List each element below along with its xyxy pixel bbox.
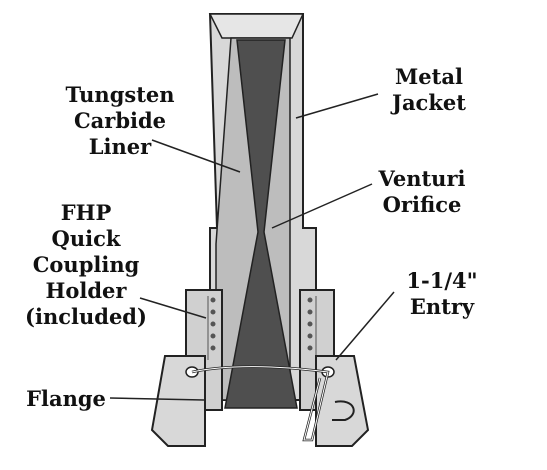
threads-left bbox=[207, 296, 216, 360]
leader-lines bbox=[109, 93, 395, 401]
leader-flange bbox=[109, 397, 205, 401]
threads-right bbox=[307, 296, 317, 360]
venturi-bore bbox=[224, 39, 298, 409]
leader-entry bbox=[335, 291, 395, 361]
label-metal-jacket: Metal Jacket bbox=[392, 64, 466, 115]
flange-curl bbox=[332, 400, 355, 421]
label-flange: Flange bbox=[26, 386, 106, 411]
label-venturi-orifice: Venturi Orifice bbox=[378, 166, 466, 217]
leader-metal-jacket bbox=[295, 93, 379, 119]
jacket-top-bevel bbox=[208, 13, 305, 39]
spring-clip-inner bbox=[191, 366, 329, 441]
label-entry: 1-1/4" Entry bbox=[406, 268, 478, 319]
leader-tungsten bbox=[151, 139, 241, 173]
label-tungsten-carbide-liner: Tungsten Carbide Liner bbox=[65, 82, 175, 159]
label-fhp-holder: FHP Quick Coupling Holder (included) bbox=[25, 200, 147, 329]
leader-fhp bbox=[139, 297, 207, 319]
flange-left bbox=[150, 355, 206, 447]
leader-venturi bbox=[271, 183, 373, 229]
